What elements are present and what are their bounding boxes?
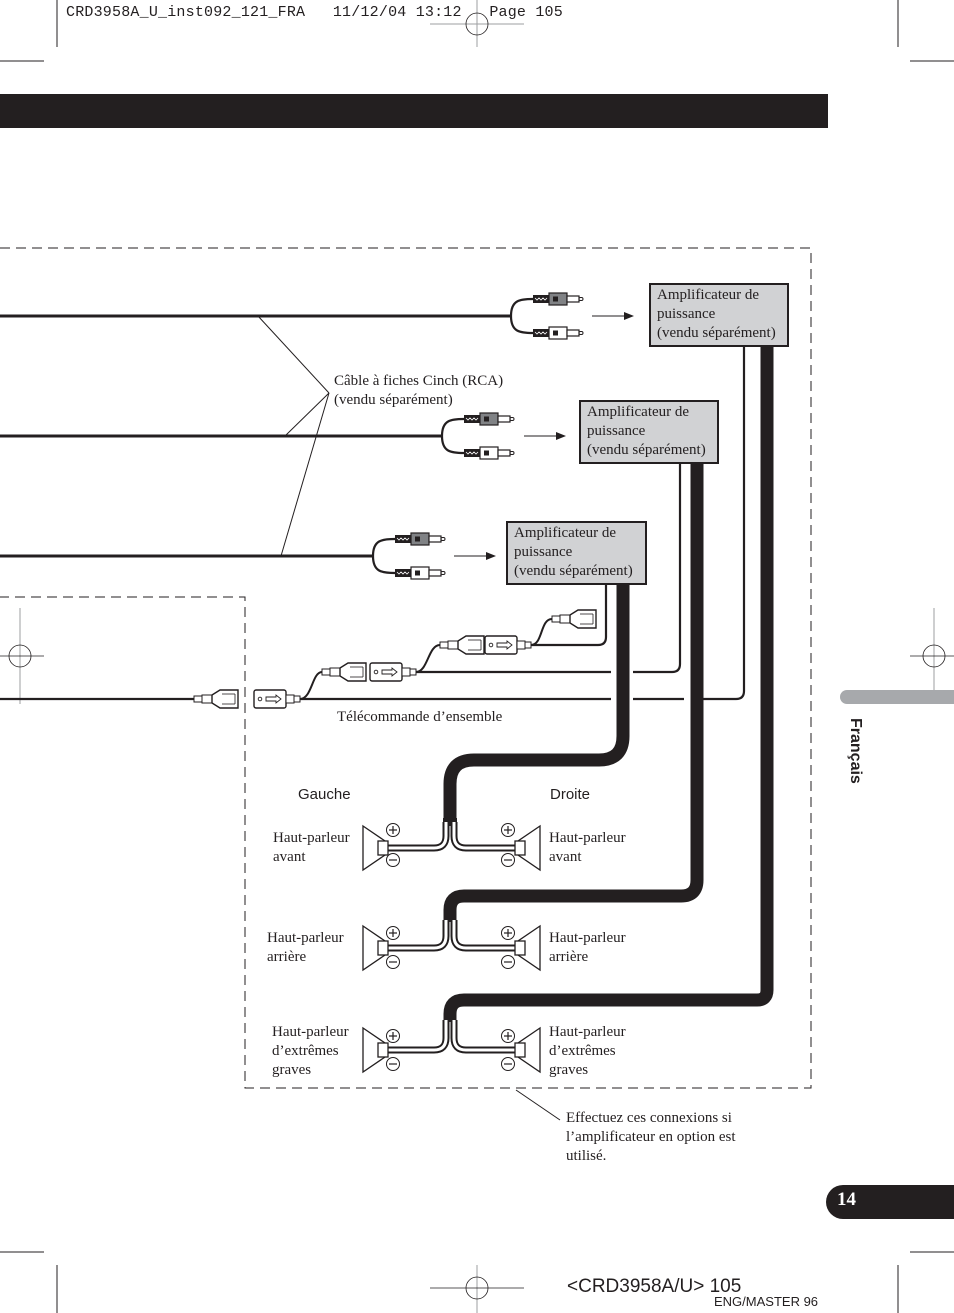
slug-filename: CRD3958A_U_inst092_121_FRA [66, 4, 306, 21]
rca-cable-3 [0, 532, 496, 580]
right-side-label: Droite [550, 786, 591, 803]
amp-1-line-3: (vendu séparément) [657, 325, 776, 341]
label-line: Haut-parleur [273, 830, 350, 846]
slug-date: 11/12/04 [332, 4, 407, 21]
note-line-3: utilisé. [566, 1148, 607, 1164]
speaker-label-front-left: Haut-parleur avant [273, 829, 350, 867]
printer-slug: CRD3958A_U_inst092_121_FRA 11/12/04 13:1… [66, 4, 563, 21]
amplifier-box-2: Amplificateur de puissance (vendu séparé… [579, 400, 719, 464]
registration-mark-top [430, 0, 524, 47]
remote-wire-chain [0, 346, 746, 709]
registration-mark-bottom [430, 1265, 524, 1313]
amp-2-line-2: puissance [587, 423, 646, 439]
label-line: graves [549, 1062, 589, 1078]
label-line: Haut-parleur [549, 830, 626, 846]
left-side-label: Gauche [298, 786, 351, 803]
speaker-icon-front-left [362, 825, 389, 871]
label-line: graves [272, 1062, 312, 1078]
amp-2-line-3: (vendu séparément) [587, 442, 706, 458]
amp-2-line-1: Amplificateur de [587, 404, 690, 420]
speaker-label-sub-left: Haut-parleur d’extrêmes graves [272, 1023, 349, 1080]
speaker-label-front-right: Haut-parleur avant [549, 829, 626, 867]
rca-cable-2 [0, 412, 566, 460]
speaker-pair-subwoofer [362, 1020, 541, 1073]
label-line: Haut-parleur [267, 930, 344, 946]
label-line: arrière [267, 949, 307, 965]
language-tab-bar [840, 690, 954, 704]
amplifier-box-1: Amplificateur de puissance (vendu séparé… [649, 283, 789, 347]
optional-amp-note: Effectuez ces connexions si l’amplificat… [566, 1109, 736, 1166]
speaker-pair-rear [362, 920, 541, 971]
footer-master-label: ENG/MASTER 96 [714, 1294, 819, 1309]
label-line: d’extrêmes [549, 1043, 616, 1059]
amp-3-line-1: Amplificateur de [514, 525, 617, 541]
label-line: Haut-parleur [272, 1024, 349, 1040]
remote-wire-label: Télécommande d’ensemble [337, 709, 503, 725]
rca-label-leaders [257, 315, 330, 557]
amp-1-line-2: puissance [657, 306, 716, 322]
amplifier-box-3: Amplificateur de puissance (vendu séparé… [506, 521, 647, 585]
label-line: arrière [549, 949, 589, 965]
language-label: Français [847, 718, 864, 784]
speaker-icon-sub-left [362, 1027, 389, 1073]
slug-time: 13:12 [415, 4, 462, 21]
rca-cable-label-line-1: Câble à fiches Cinch (RCA) [334, 373, 504, 389]
rca-cable-1 [0, 292, 634, 340]
page-number-tab [826, 1185, 954, 1219]
speaker-pair-front [362, 818, 541, 871]
note-line-1: Effectuez ces connexions si [566, 1110, 732, 1126]
speaker-icon-front-right [514, 825, 541, 871]
label-line: Haut-parleur [549, 1024, 626, 1040]
label-line: d’extrêmes [272, 1043, 339, 1059]
speaker-cables [443, 346, 774, 1022]
note-line-2: l’amplificateur en option est [566, 1129, 736, 1145]
rca-cable-label-line-2: (vendu séparément) [334, 392, 453, 408]
speaker-icon-rear-right [514, 925, 541, 971]
label-line: Haut-parleur [549, 930, 626, 946]
registration-mark-left [0, 608, 44, 704]
amp-3-line-2: puissance [514, 544, 573, 560]
amp-1-line-1: Amplificateur de [657, 287, 760, 303]
speaker-label-rear-right: Haut-parleur arrière [549, 929, 626, 967]
label-line: avant [549, 849, 582, 865]
footer-document-code: <CRD3958A/U> 105 [567, 1276, 742, 1297]
slug-page: Page 105 [489, 4, 563, 21]
speaker-label-rear-left: Haut-parleur arrière [267, 929, 344, 967]
header-bar [0, 94, 828, 128]
speaker-label-sub-right: Haut-parleur d’extrêmes graves [549, 1023, 626, 1080]
registration-mark-right [910, 608, 954, 704]
label-line: avant [273, 849, 306, 865]
speaker-icon-rear-left [362, 925, 389, 971]
optional-section-boundary [0, 247, 812, 1089]
note-leader [515, 1089, 561, 1121]
rca-cable-label: Câble à fiches Cinch (RCA) (vendu séparé… [334, 372, 503, 410]
speaker-icon-sub-right [514, 1027, 541, 1073]
amp-3-line-3: (vendu séparément) [514, 563, 633, 579]
page-number: 14 [837, 1189, 856, 1210]
